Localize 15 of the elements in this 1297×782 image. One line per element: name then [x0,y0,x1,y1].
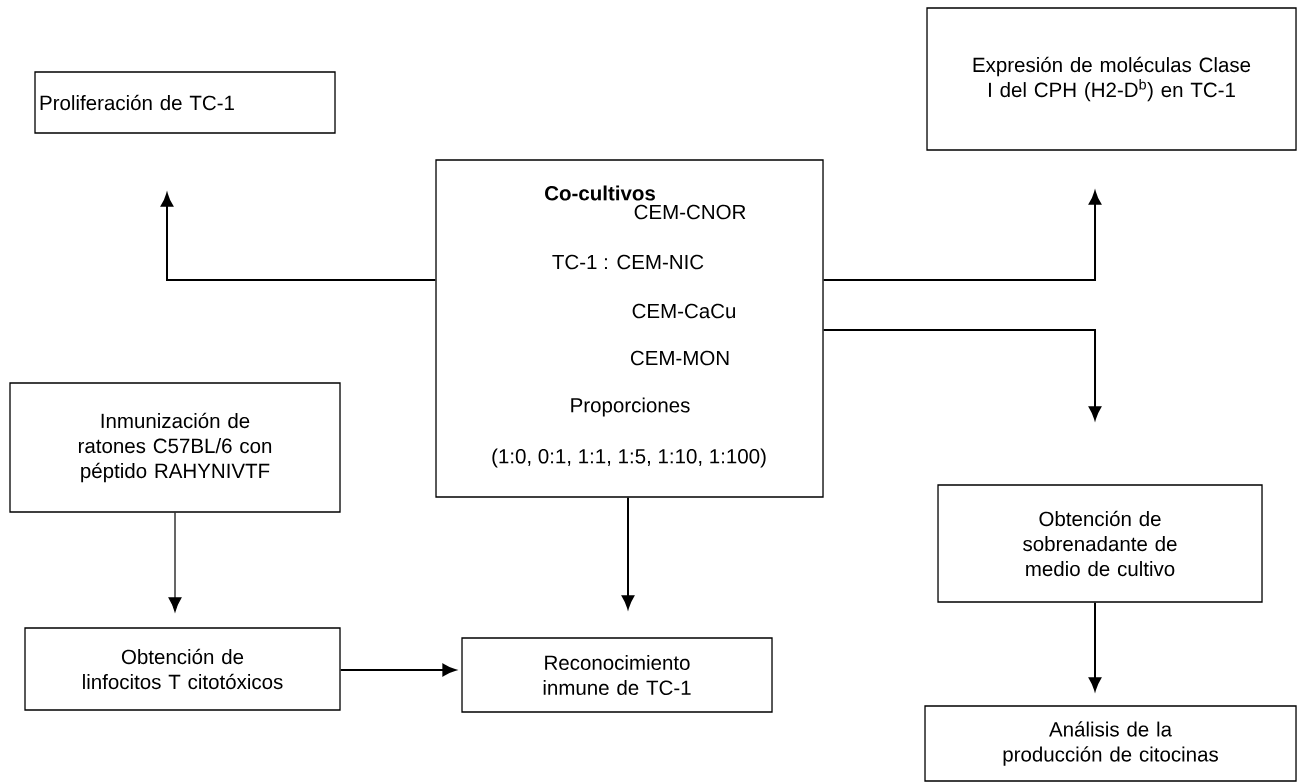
process-box: Reconocimiento inmune de TC-1 [461,637,773,713]
arrow [822,191,1102,281]
arrow [822,329,1102,420]
arrow [339,663,456,677]
process-box: Expresión de moléculas Clase I del CPH (H2-D$^{b}$) en TC-1 [926,7,1297,151]
process-box: Co-cultivos CEM-CNOR TC-1 : CEM-NIC CEM-CaCu CEM-MON Proporciones (1:0, 0:1, 1:1, 1:5, 1:10, 1:100) [435,159,824,498]
process-box: Análisis de la producción de citocinas [924,705,1297,782]
process-box: Inmunización de ratones C57BL/6 con péptido RAHYNIVTF [9,382,341,513]
arrow [621,496,635,609]
process-box: Proliferación de TC-1 [34,71,336,134]
arrow [160,193,437,281]
process-box: Obtención de linfocitos T citotóxicos [24,627,341,711]
arrow [1088,601,1102,691]
process-box: Obtención de sobrenadante de medio de cultivo [937,484,1263,603]
arrow [168,512,182,612]
